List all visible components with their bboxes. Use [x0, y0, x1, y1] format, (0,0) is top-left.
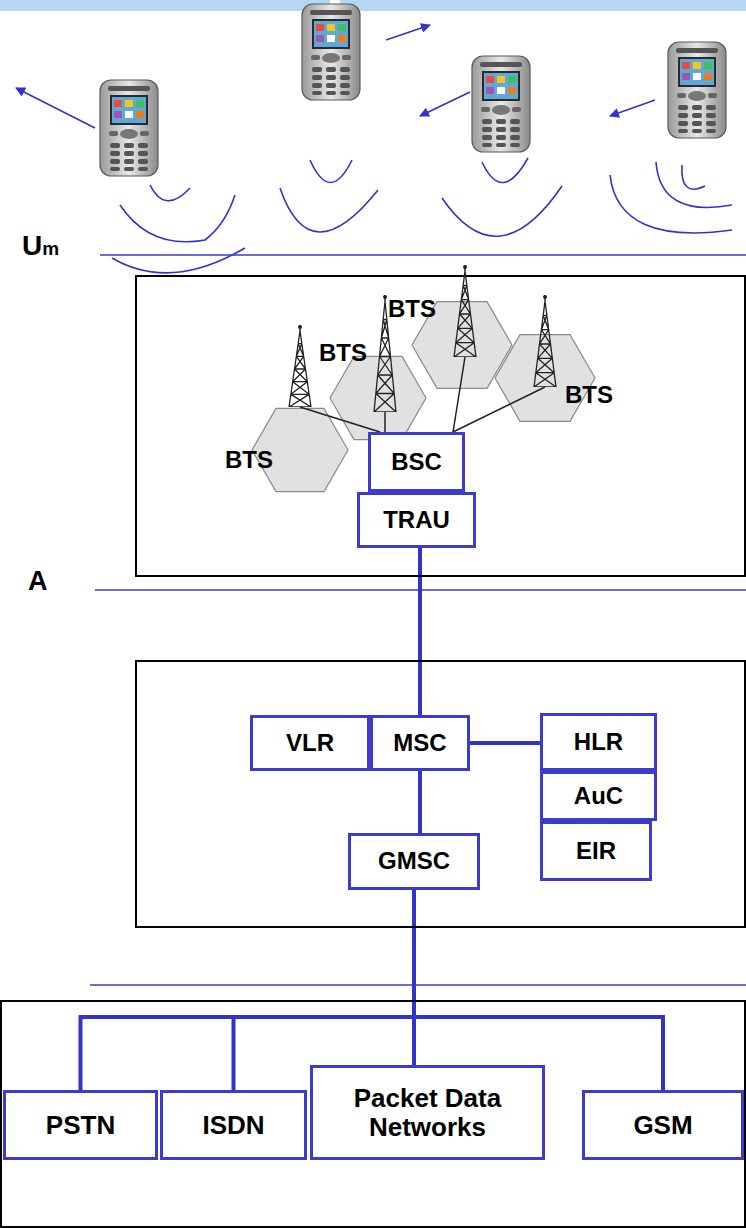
- tower-tip: [463, 265, 467, 269]
- switch-box: MSC: [370, 715, 470, 771]
- box-label: GMSC: [378, 848, 450, 874]
- station-label: BTS: [319, 340, 367, 366]
- box-label: AuC: [574, 783, 623, 809]
- header-bar: [340, 0, 746, 11]
- box-label: Packet Data Networks: [325, 1084, 530, 1141]
- box-label: TRAU: [383, 507, 450, 533]
- network-frame: PSTN ISDN Packet Data Networks GSM: [0, 1000, 746, 1228]
- mobile-phone: [302, 4, 360, 100]
- tower-tip: [543, 295, 547, 299]
- network-box: ISDN: [160, 1090, 307, 1160]
- register-box: AuC: [540, 771, 657, 821]
- backhaul-link: [453, 387, 545, 432]
- box-label: MSC: [393, 730, 446, 756]
- interface-lines: [90, 255, 746, 985]
- network-box: GSM: [582, 1090, 744, 1160]
- register-box: HLR: [540, 713, 657, 771]
- trunk-link: [414, 890, 663, 1090]
- tower-lattice: [454, 271, 476, 357]
- trunk-link: [81, 890, 415, 1090]
- base-station: BTS: [452, 265, 478, 357]
- backhaul-link: [453, 357, 465, 432]
- mobile-phone: [472, 56, 530, 152]
- tower-lattice: [534, 301, 556, 387]
- box-label: HLR: [574, 729, 623, 755]
- interface-label: A: [28, 568, 48, 595]
- backhaul-link: [384, 412, 386, 432]
- station-label: BTS: [388, 296, 436, 322]
- tower-lattice: [289, 331, 311, 407]
- box-label: BSC: [391, 449, 442, 475]
- tower-symbol: [452, 265, 478, 357]
- gateway-box: GMSC: [348, 833, 480, 890]
- tower-tip: [298, 325, 302, 329]
- register-box: EIR: [540, 821, 652, 881]
- tower-tip: [383, 295, 387, 299]
- network-box: PSTN: [3, 1090, 158, 1160]
- box-label: ISDN: [202, 1111, 264, 1140]
- trunk-link: [418, 771, 422, 833]
- station-label: BTS: [565, 382, 613, 408]
- base-station: BTS: [372, 295, 398, 412]
- station-label: BTS: [225, 447, 273, 473]
- box-label: VLR: [286, 730, 334, 756]
- tower-lattice: [374, 301, 396, 412]
- register-box: VLR: [250, 715, 370, 771]
- trunk-link: [470, 741, 540, 745]
- tower-symbol: [287, 325, 313, 407]
- box-label: GSM: [633, 1111, 692, 1140]
- box-label: PSTN: [46, 1111, 115, 1140]
- base-station: BTS: [532, 295, 558, 387]
- mobile-phone: [100, 80, 158, 176]
- subsystem-frame: VLR MSC HLR AuC EIR GMSC: [135, 660, 746, 928]
- trunk-link: [418, 548, 422, 715]
- mobile-phone: [668, 42, 726, 138]
- controller-box: BSC: [368, 432, 465, 492]
- backhaul-link: [300, 407, 380, 432]
- transcoder-box: TRAU: [357, 492, 476, 548]
- network-box: Packet Data Networks: [310, 1065, 545, 1160]
- trunk-link: [234, 890, 415, 1090]
- interface-label: Um: [22, 232, 59, 260]
- radio-cells: [252, 302, 595, 492]
- header-bar: [0, 0, 330, 11]
- box-label: EIR: [576, 838, 616, 864]
- tower-symbol: [372, 295, 398, 412]
- base-station: BTS: [287, 325, 313, 407]
- motion-arrows: [16, 25, 655, 128]
- subsystem-frame: BTSBTSBTSBTSBSCTRAU: [135, 275, 746, 577]
- tower-symbol: [532, 295, 558, 387]
